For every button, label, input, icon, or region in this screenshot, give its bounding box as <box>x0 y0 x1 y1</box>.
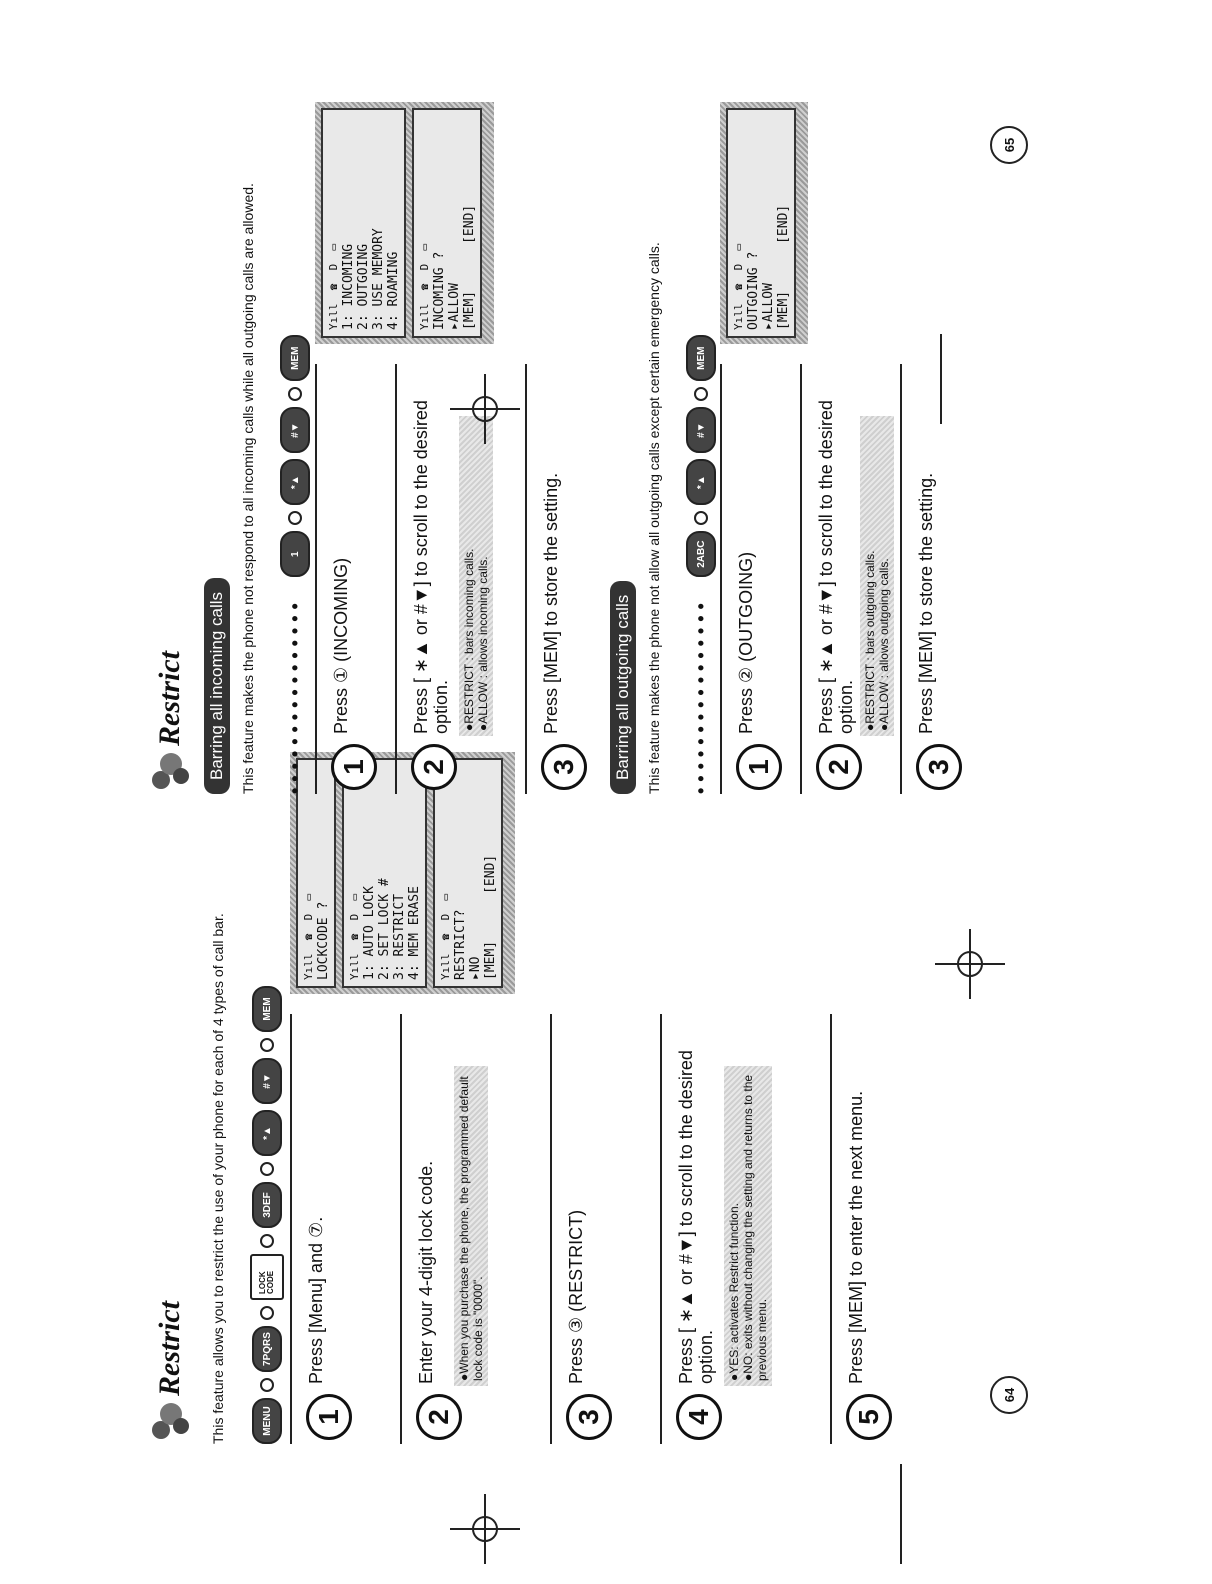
step-3: 3 Press ③ (RESTRICT) <box>550 1014 662 1444</box>
page-number: 64 <box>990 1376 1028 1414</box>
step-number: 3 <box>916 744 962 790</box>
page-title: Restrict <box>153 651 186 746</box>
step-number: 1 <box>331 744 377 790</box>
step-text: Press ③ (RESTRICT) <box>566 1209 586 1384</box>
step-text: Press ① (INCOMING) <box>331 557 351 734</box>
arrow-icon <box>260 1162 274 1176</box>
right-page: Restrict Barring all incoming calls This… <box>140 94 1028 794</box>
key-hash-down: #▼ <box>280 407 310 454</box>
key-star-up: *▲ <box>280 459 310 506</box>
step-text: Press [MEM] to store the setting. <box>916 472 936 734</box>
title-row: Restrict <box>140 651 200 794</box>
key-mem: MEM <box>280 335 310 382</box>
outgoing-step-1: 1 Press ② (OUTGOING) <box>720 364 802 794</box>
intro-text: This feature allows you to restrict the … <box>210 913 226 1444</box>
key-2: 2ABC <box>686 531 716 578</box>
crop-mark <box>940 334 942 424</box>
key-star-up: *▲ <box>686 459 716 506</box>
outgoing-step-3: 3 Press [MEM] to store the setting. <box>900 364 962 794</box>
step-number: 1 <box>306 1394 352 1440</box>
key-1: 1 <box>280 531 310 578</box>
dot-leader: •••••••••••••••• <box>690 597 711 794</box>
arrow-icon <box>694 387 708 402</box>
arrow-icon <box>260 1378 274 1392</box>
step-note: When you purchase the phone, the program… <box>454 1066 488 1386</box>
arrow-icon <box>260 1038 274 1052</box>
phone-mascot-icon <box>152 1403 189 1439</box>
key-hash-down: #▼ <box>252 1058 282 1104</box>
step-text: Press [ ∗▲ or #▼] to scroll to the desir… <box>411 400 451 734</box>
step-number: 3 <box>566 1394 612 1440</box>
step-4: 4 Press [ ∗▲ or #▼] to scroll to the des… <box>660 1014 832 1444</box>
registration-mark <box>450 1494 520 1564</box>
step-text: Press [MEM] to store the setting. <box>541 472 561 734</box>
step-notes: YES: activates Restrict function. NO: ex… <box>724 1066 772 1386</box>
step-5: 5 Press [MEM] to enter the next menu. <box>830 1014 932 1444</box>
key-star-up: *▲ <box>252 1110 282 1156</box>
step-1: 1 Press [Menu] and ⑦. <box>290 1014 402 1444</box>
left-page: Restrict This feature allows you to rest… <box>140 744 1028 1444</box>
phone-mascot-icon <box>152 753 189 789</box>
registration-mark <box>935 929 1005 999</box>
key-mem: MEM <box>252 986 282 1032</box>
step-2: 2 Enter your 4-digit lock code. When you… <box>400 1014 552 1444</box>
dot-leader: •••••••••••••••• <box>284 597 305 794</box>
step-number: 4 <box>676 1394 722 1440</box>
registration-mark <box>450 374 520 444</box>
arrow-icon <box>260 1306 274 1320</box>
title-row: Restrict <box>140 1301 200 1444</box>
key-menu: MENU <box>252 1398 282 1444</box>
step-number: 5 <box>846 1394 892 1440</box>
key-sequence-outgoing: •••••••••••••••• 2ABC *▲ #▼ MEM <box>686 335 716 794</box>
incoming-step-1: 1 Press ① (INCOMING) <box>315 364 397 794</box>
step-text: Press [Menu] and ⑦. <box>306 1216 326 1384</box>
section-heading-outgoing: Barring all outgoing calls <box>610 580 636 794</box>
key-lock-code: LOCK CODE <box>250 1254 284 1300</box>
lcd-screens-outgoing: Yıll ☎ D ▭OUTGOING ?▸ALLOW[MEM] [END] <box>720 102 808 344</box>
step-text: Enter your 4-digit lock code. <box>416 1160 436 1384</box>
step-text: Press [ ∗▲ or #▼] to scroll to the desir… <box>676 1050 716 1384</box>
lcd-screen-outgoing: Yıll ☎ D ▭OUTGOING ?▸ALLOW[MEM] [END] <box>726 108 796 338</box>
arrow-icon <box>288 511 302 526</box>
step-text: Press [MEM] to enter the next menu. <box>846 1090 866 1384</box>
step-number: 2 <box>816 744 862 790</box>
arrow-icon <box>694 511 708 526</box>
step-number: 1 <box>736 744 782 790</box>
step-text: Press ② (OUTGOING) <box>736 551 756 734</box>
section-intro-incoming: This feature makes the phone not respond… <box>240 183 256 794</box>
incoming-step-3: 3 Press [MEM] to store the setting. <box>525 364 607 794</box>
section-intro-outgoing: This feature makes the phone not allow a… <box>646 242 662 794</box>
step-text: Press [ ∗▲ or #▼] to scroll to the desir… <box>816 400 856 734</box>
lcd-screen-incoming: Yıll ☎ D ▭INCOMING ?▸ALLOW[MEM] [END] <box>412 108 482 338</box>
arrow-icon <box>288 387 302 402</box>
key-mem: MEM <box>686 335 716 382</box>
key-sequence: MENU 7PQRS LOCK CODE 3DEF *▲ #▼ MEM <box>250 986 284 1444</box>
step-number: 2 <box>411 744 457 790</box>
crop-mark <box>900 1464 902 1564</box>
step-notes: RESTRICT : bars outgoing calls. ALLOW : … <box>860 416 894 736</box>
step-number: 3 <box>541 744 587 790</box>
section-heading-incoming: Barring all incoming calls <box>204 577 230 794</box>
step-number: 2 <box>416 1394 462 1440</box>
key-7: 7PQRS <box>252 1326 282 1372</box>
key-hash-down: #▼ <box>686 407 716 454</box>
page-title: Restrict <box>153 1301 186 1396</box>
step-notes: RESTRICT : bars incoming calls. ALLOW : … <box>459 416 493 736</box>
outgoing-step-2: 2 Press [ ∗▲ or #▼] to scroll to the des… <box>800 364 902 794</box>
arrow-icon <box>260 1234 274 1248</box>
page-number: 65 <box>990 126 1028 164</box>
key-sequence-incoming: •••••••••••••••• 1 *▲ #▼ MEM <box>280 335 310 794</box>
key-3: 3DEF <box>252 1182 282 1228</box>
